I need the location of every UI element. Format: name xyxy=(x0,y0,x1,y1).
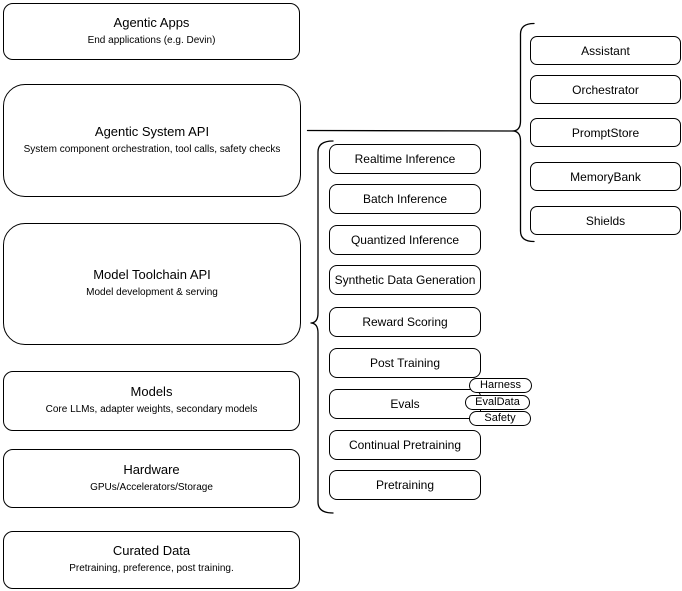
node-evals-tag-evaldata: EvalData xyxy=(465,395,530,410)
node-title: Models xyxy=(130,384,173,400)
node-pretraining: Pretraining xyxy=(329,470,481,500)
pill-label: Harness xyxy=(480,379,521,391)
node-label: Shields xyxy=(585,213,626,228)
node-label: PromptStore xyxy=(571,125,640,140)
pill-label: Safety xyxy=(484,412,516,424)
node-evals-tag-harness: Harness xyxy=(469,378,532,393)
node-subtitle: End applications (e.g. Devin) xyxy=(87,34,216,46)
node-assistant: Assistant xyxy=(530,36,681,65)
node-label: Synthetic Data Generation xyxy=(334,273,476,287)
node-shields: Shields xyxy=(530,206,681,235)
node-memorybank: MemoryBank xyxy=(530,162,681,191)
node-subtitle: Model development & serving xyxy=(86,287,218,299)
node-title: Agentic Apps xyxy=(113,14,190,30)
node-quantized-inference: Quantized Inference xyxy=(329,225,481,255)
pill-label: EvalData xyxy=(475,396,520,408)
node-evals: Evals xyxy=(329,389,481,419)
node-label: Pretraining xyxy=(375,478,435,492)
node-label: Continual Pretraining xyxy=(348,438,462,452)
node-model-toolchain-api: Model Toolchain API Model development & … xyxy=(3,223,301,345)
node-label: Realtime Inference xyxy=(354,152,456,166)
node-realtime-inference: Realtime Inference xyxy=(329,144,481,174)
node-subtitle: Pretraining, preference, post training. xyxy=(69,563,234,575)
node-title: Curated Data xyxy=(112,543,191,559)
node-label: Quantized Inference xyxy=(350,233,460,247)
node-models: Models Core LLMs, adapter weights, secon… xyxy=(3,371,300,431)
node-subtitle: GPUs/Accelerators/Storage xyxy=(90,481,213,493)
node-label: Post Training xyxy=(369,356,441,370)
node-orchestrator: Orchestrator xyxy=(530,75,681,104)
node-batch-inference: Batch Inference xyxy=(329,184,481,214)
node-curated-data: Curated Data Pretraining, preference, po… xyxy=(3,531,300,589)
node-label: Reward Scoring xyxy=(362,315,448,329)
node-post-training: Post Training xyxy=(329,348,481,378)
node-title: Agentic System API xyxy=(94,123,210,139)
node-label: Orchestrator xyxy=(572,82,639,97)
node-evals-tag-safety: Safety xyxy=(469,411,531,426)
node-promptstore: PromptStore xyxy=(530,118,681,147)
node-agentic-system-api: Agentic System API System component orch… xyxy=(3,84,301,197)
node-synthetic-data-generation: Synthetic Data Generation xyxy=(329,265,481,295)
node-reward-scoring: Reward Scoring xyxy=(329,307,481,337)
node-subtitle: System component orchestration, tool cal… xyxy=(23,143,281,155)
node-agentic-apps: Agentic Apps End applications (e.g. Devi… xyxy=(3,3,300,60)
node-label: MemoryBank xyxy=(570,169,641,184)
node-label: Evals xyxy=(390,397,420,411)
node-hardware: Hardware GPUs/Accelerators/Storage xyxy=(3,449,300,508)
node-label: Batch Inference xyxy=(362,192,448,206)
node-title: Hardware xyxy=(123,461,180,477)
node-continual-pretraining: Continual Pretraining xyxy=(329,430,481,460)
api-to-components-connector-line xyxy=(306,129,514,132)
node-label: Assistant xyxy=(581,43,630,58)
node-subtitle: Core LLMs, adapter weights, secondary mo… xyxy=(45,404,258,416)
node-title: Model Toolchain API xyxy=(93,267,211,283)
